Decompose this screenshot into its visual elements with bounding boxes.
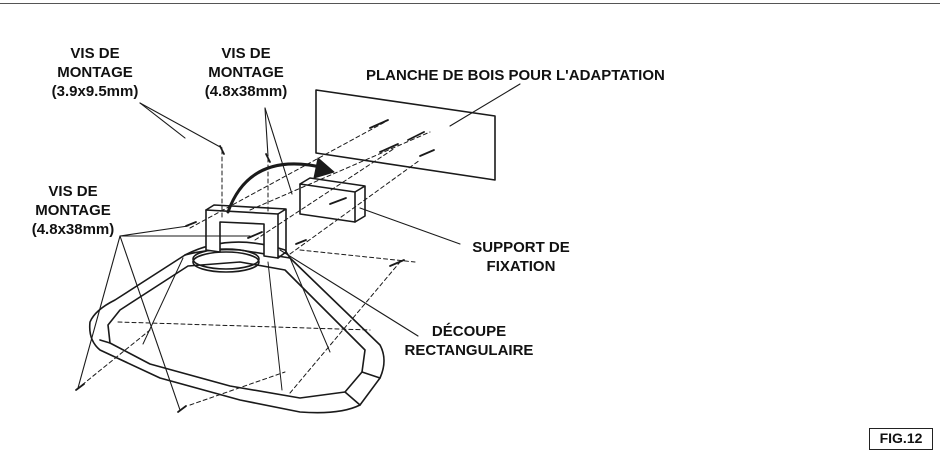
leader-left-c — [77, 235, 121, 389]
screw — [75, 383, 85, 391]
label-fixing-support: SUPPORT DE FIXATION — [472, 239, 570, 275]
guide-line — [289, 261, 401, 394]
guide-line — [289, 159, 421, 255]
hood-outer-edge — [88, 248, 385, 414]
screw — [265, 153, 271, 163]
guide-line — [189, 121, 386, 229]
screw — [185, 221, 197, 227]
screw — [369, 119, 389, 129]
label-screws-top-left: VIS DE MONTAGE (3.9x9.5mm) — [51, 45, 139, 100]
leader-board — [449, 83, 521, 127]
rectangular-cutout — [205, 209, 279, 259]
hood-duct-collar-inner — [192, 248, 260, 270]
screw — [295, 239, 307, 245]
move-arrow — [226, 162, 327, 214]
hood-duct-collar — [192, 251, 260, 273]
label-screws-top-center: VIS DE MONTAGE (4.8x38mm) — [204, 45, 288, 100]
screw — [177, 405, 187, 413]
leader-top-left-b — [139, 102, 186, 139]
figure-tag: FIG.12 — [869, 428, 933, 450]
leader-top-center-a — [264, 107, 269, 157]
wood-board — [315, 89, 496, 181]
screw — [247, 231, 263, 239]
hood-rim-lip — [99, 339, 381, 406]
screw — [389, 259, 405, 267]
leader-top-left-a — [139, 102, 223, 149]
label-rectangular-cutout: DÉCOUPE RECTANGULAIRE — [404, 323, 534, 359]
hood-top — [184, 241, 291, 259]
guide-line — [299, 249, 416, 263]
leader-top-center-b — [264, 107, 293, 195]
leader-cutout — [279, 249, 419, 337]
label-screws-left: VIS DE MONTAGE (4.8x38mm) — [31, 183, 115, 238]
guide-line — [189, 371, 286, 406]
guide-line — [81, 329, 151, 386]
cutout-top-lip — [205, 204, 287, 259]
fixing-support-flange — [299, 177, 366, 223]
label-wood-board: PLANCHE DE BOIS POUR L'ADAPTATION — [366, 67, 665, 84]
leader-left-d — [119, 235, 181, 411]
top-border-rule — [0, 3, 940, 4]
screws — [75, 119, 435, 413]
guide-line — [117, 321, 371, 331]
guide-line — [254, 147, 396, 241]
leader-left-a — [119, 225, 189, 237]
screw — [407, 131, 425, 141]
screw — [379, 143, 399, 153]
guide-line — [249, 131, 431, 211]
leader-support — [359, 207, 461, 245]
screw — [419, 149, 435, 157]
fixing-support — [299, 183, 356, 223]
screw — [329, 197, 347, 205]
move-arrow-head — [313, 157, 335, 179]
